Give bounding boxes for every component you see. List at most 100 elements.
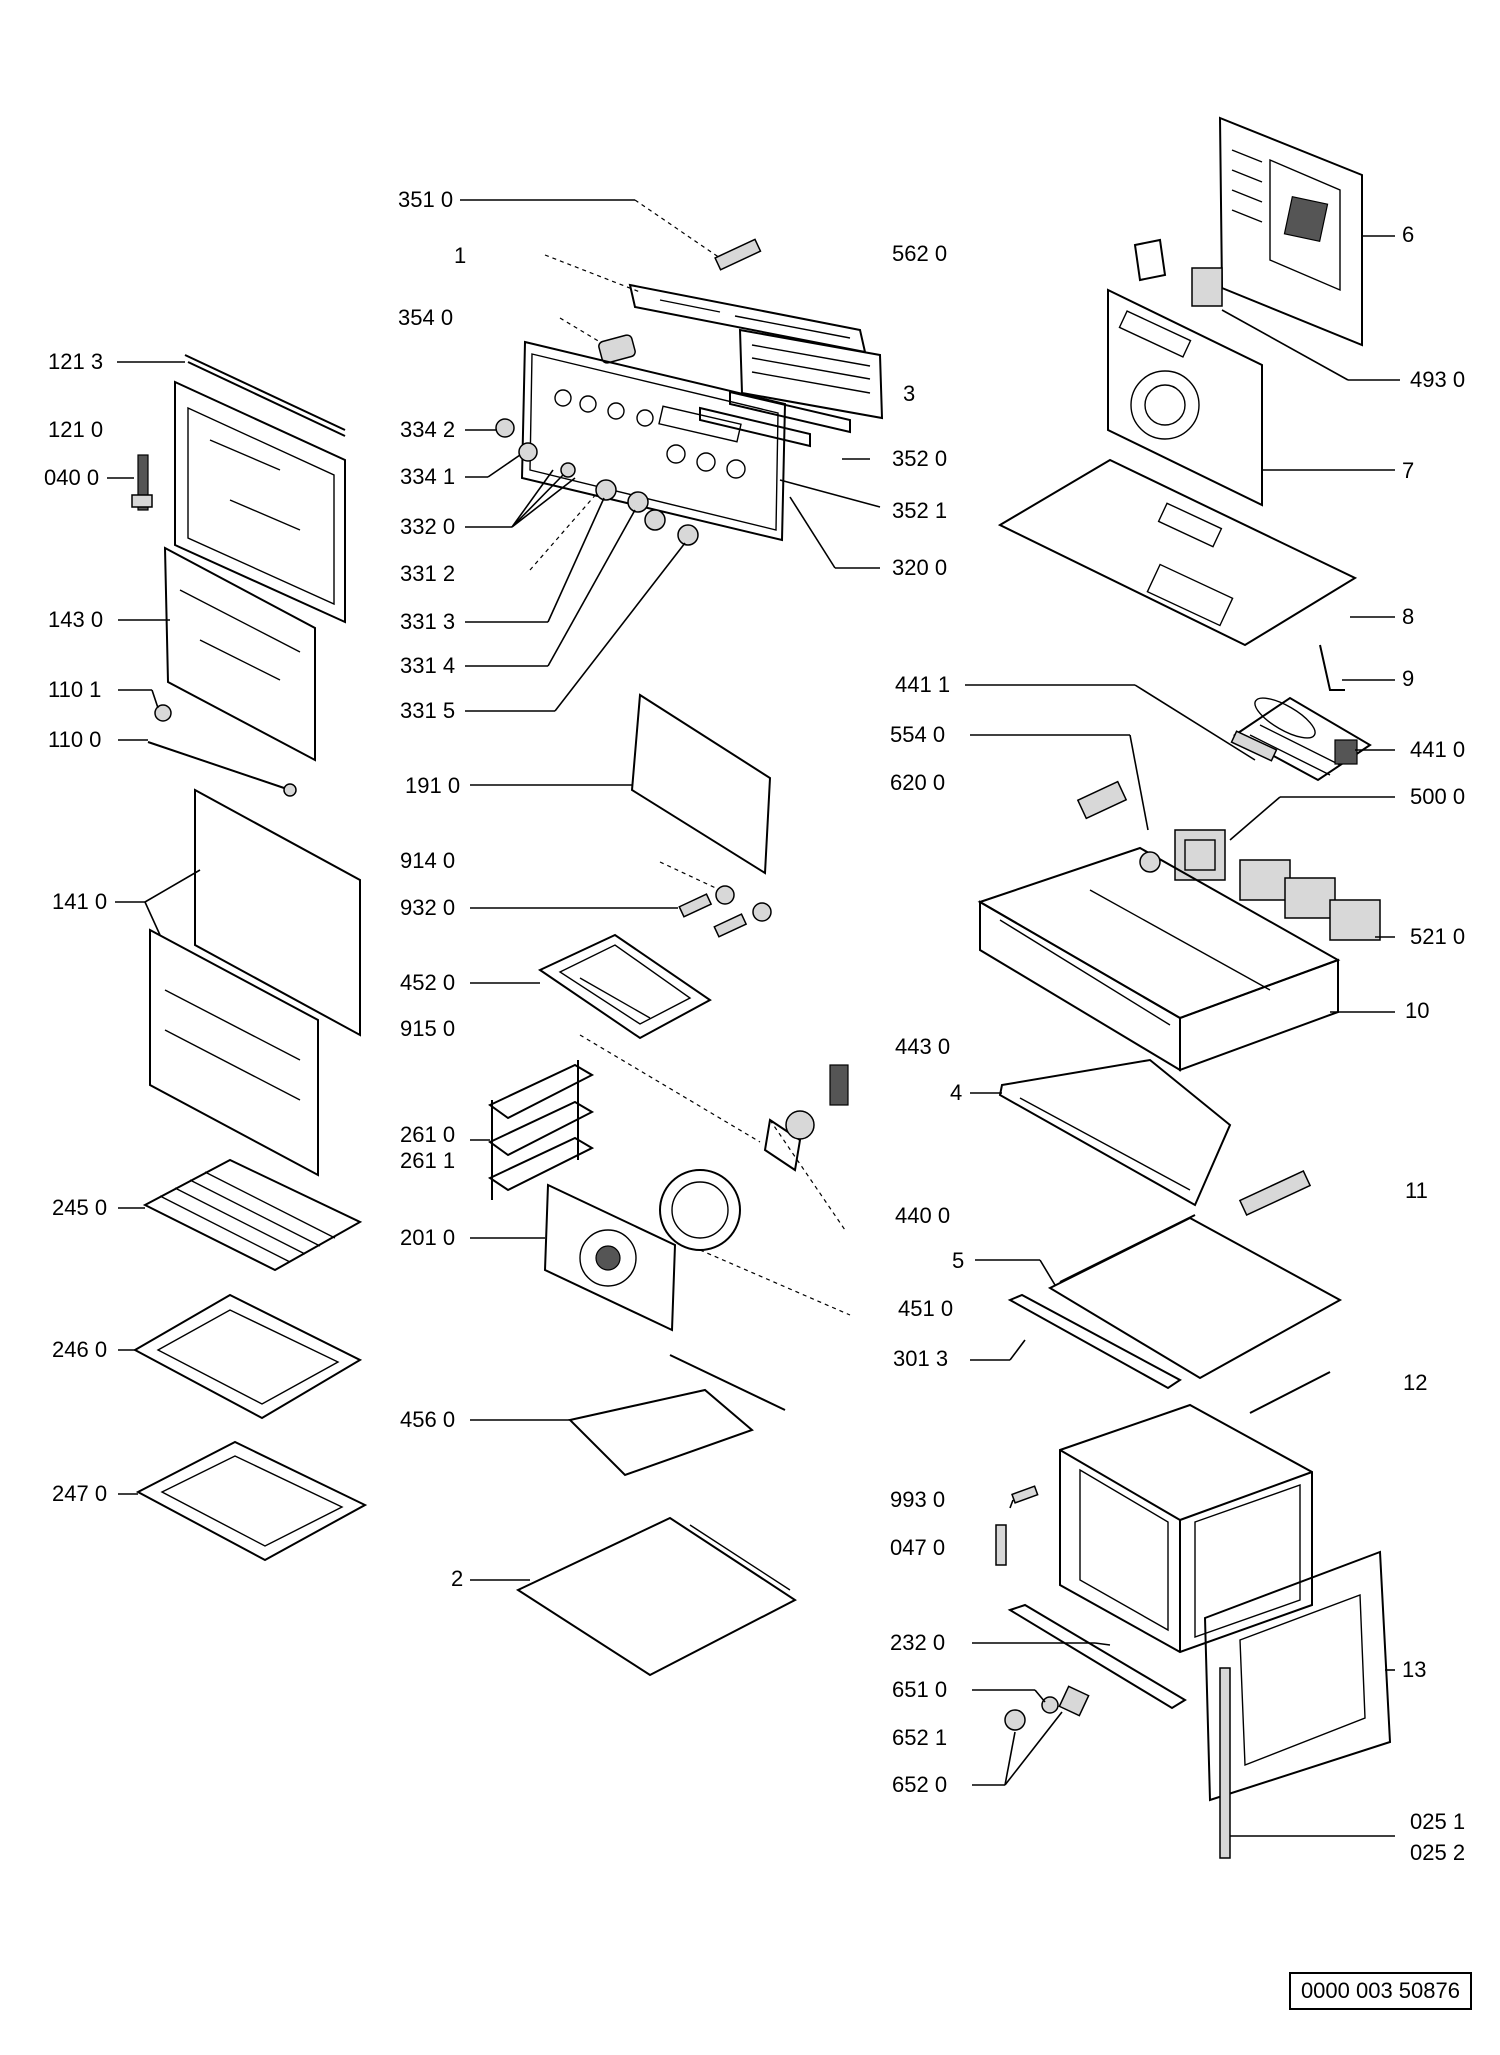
part-932-0-elements bbox=[678, 893, 748, 938]
part-493-0-bracket bbox=[1133, 238, 1223, 307]
part-261-0-side-rails bbox=[487, 1060, 595, 1200]
label-331-2: 331 2 bbox=[400, 561, 456, 586]
label-352-0: 352 0 bbox=[892, 446, 948, 471]
label-261-0: 261 0 bbox=[400, 1122, 456, 1147]
cavity-box bbox=[1059, 1403, 1313, 1654]
label-456-0: 456 0 bbox=[400, 1407, 456, 1432]
part-247-0-tray bbox=[135, 1440, 368, 1562]
label-351-0: 351 0 bbox=[398, 187, 454, 212]
control-panel-assembly bbox=[460, 199, 884, 712]
label-143-0: 143 0 bbox=[48, 607, 104, 632]
part-6-back-panel bbox=[1218, 116, 1363, 347]
part-651-0-switch bbox=[1041, 1685, 1090, 1717]
label-332-0: 332 0 bbox=[400, 514, 456, 539]
part-13-front-frame bbox=[1203, 1550, 1392, 1802]
label-3: 3 bbox=[903, 381, 916, 406]
oven-cavity bbox=[972, 1403, 1395, 1859]
label-121-3: 121 3 bbox=[48, 349, 104, 374]
part-521-0-transformers bbox=[1239, 859, 1381, 941]
label-040-0: 040 0 bbox=[44, 465, 100, 490]
part-040-0-hinge bbox=[131, 454, 153, 511]
rear-housing bbox=[997, 116, 1400, 691]
label-121-0: 121 0 bbox=[48, 417, 104, 442]
part-1-panel-strip bbox=[628, 283, 867, 354]
label-620-0: 620 0 bbox=[890, 770, 946, 795]
label-10: 10 bbox=[1405, 998, 1430, 1023]
part-2-plate bbox=[515, 1516, 797, 1677]
label-331-5: 331 5 bbox=[400, 698, 456, 723]
label-652-1: 652 1 bbox=[892, 1725, 948, 1750]
label-5: 5 bbox=[952, 1248, 965, 1273]
label-13: 13 bbox=[1402, 1657, 1427, 1682]
label-652-0: 652 0 bbox=[892, 1772, 948, 1797]
part-351-0 bbox=[714, 238, 762, 271]
label-246-0: 246 0 bbox=[52, 1337, 108, 1362]
knobs bbox=[495, 418, 699, 546]
label-500-0: 500 0 bbox=[1410, 784, 1466, 809]
label-232-0: 232 0 bbox=[890, 1630, 946, 1655]
part-12-rod bbox=[1249, 1371, 1331, 1414]
label-440-0: 440 0 bbox=[895, 1203, 951, 1228]
drawing-number-box: 0000 003 50876 bbox=[1288, 1972, 1472, 2010]
label-651-0: 651 0 bbox=[892, 1677, 948, 1702]
part-4-shelf bbox=[998, 1058, 1232, 1207]
part-246-0-tray bbox=[132, 1293, 363, 1420]
label-441-0: 441 0 bbox=[1410, 737, 1466, 762]
label-914-0: 914 0 bbox=[400, 848, 456, 873]
label-993-0: 993 0 bbox=[890, 1487, 946, 1512]
part-452-0-heating-element bbox=[537, 933, 712, 1040]
label-047-0: 047 0 bbox=[890, 1535, 946, 1560]
label-247-0: 247 0 bbox=[52, 1481, 108, 1506]
label-354-0: 354 0 bbox=[398, 305, 454, 330]
part-8-top-plate bbox=[997, 458, 1358, 647]
part-121-0-outer-door bbox=[174, 380, 346, 624]
label-443-0: 443 0 bbox=[895, 1034, 951, 1059]
label-11: 11 bbox=[1405, 1178, 1428, 1203]
label-452-0: 452 0 bbox=[400, 970, 456, 995]
part-7-rear-wall bbox=[1107, 288, 1263, 507]
label-110-0: 110 0 bbox=[48, 727, 102, 752]
label-352-1: 352 1 bbox=[892, 498, 948, 523]
part-9-cable bbox=[1319, 644, 1345, 691]
part-301-3-rail bbox=[1007, 1293, 1182, 1390]
racks-and-trays bbox=[118, 1158, 368, 1562]
label-301-3: 301 3 bbox=[893, 1346, 949, 1371]
label-12: 12 bbox=[1403, 1370, 1428, 1395]
label-521-0: 521 0 bbox=[1410, 924, 1466, 949]
label-025-2: 025 2 bbox=[1410, 1840, 1466, 1865]
label-932-0: 932 0 bbox=[400, 895, 456, 920]
label-141-0: 141 0 bbox=[52, 889, 108, 914]
interior-parts bbox=[470, 693, 851, 1677]
door-assembly bbox=[107, 354, 361, 1177]
label-025-1: 025 1 bbox=[1410, 1809, 1466, 1834]
label-9: 9 bbox=[1402, 666, 1415, 691]
label-245-0: 245 0 bbox=[52, 1195, 108, 1220]
label-334-1: 334 1 bbox=[400, 464, 456, 489]
part-456-0-tray bbox=[568, 1354, 786, 1477]
label-261-1: 261 1 bbox=[400, 1148, 456, 1173]
part-10-chassis-base bbox=[977, 846, 1341, 1072]
part-993-0-screw bbox=[1011, 1485, 1039, 1504]
label-331-4: 331 4 bbox=[400, 653, 456, 678]
part-047-0-clip bbox=[995, 1524, 1007, 1566]
label-6: 6 bbox=[1402, 222, 1415, 247]
part-110-0-bar bbox=[147, 741, 297, 797]
part-620-0-terminal bbox=[1076, 780, 1128, 820]
part-232-0-rail bbox=[1007, 1603, 1187, 1710]
part-352-0-strip bbox=[699, 390, 851, 448]
label-8: 8 bbox=[1402, 604, 1415, 629]
label-7: 7 bbox=[1402, 458, 1415, 483]
part-191-0-plate bbox=[630, 693, 772, 875]
label-201-0: 201 0 bbox=[400, 1225, 456, 1250]
label-334-2: 334 2 bbox=[400, 417, 456, 442]
part-441-0-tangential-fan bbox=[1233, 696, 1372, 782]
part-201-0-fan-cover bbox=[543, 1183, 677, 1332]
label-451-0: 451 0 bbox=[898, 1296, 954, 1321]
chassis-and-electrics bbox=[965, 684, 1395, 1414]
part-320-0-fascia bbox=[520, 340, 787, 542]
label-915-0: 915 0 bbox=[400, 1016, 456, 1041]
label-191-0: 191 0 bbox=[405, 773, 461, 798]
label-1: 1 bbox=[454, 243, 467, 268]
label-320-0: 320 0 bbox=[892, 555, 948, 580]
